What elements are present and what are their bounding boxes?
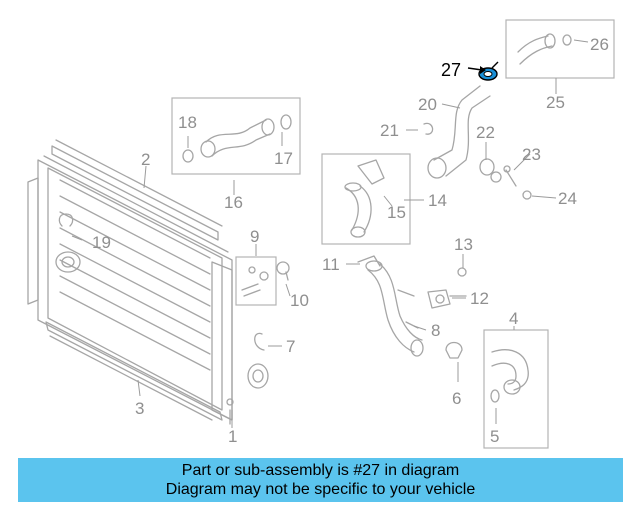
callout-15: 15 — [387, 203, 406, 222]
leader-lines — [71, 39, 589, 428]
callout-23: 23 — [522, 145, 541, 164]
callout-26: 26 — [590, 35, 609, 54]
callout-5: 5 — [490, 427, 499, 446]
callout-13: 13 — [454, 235, 473, 254]
arrowhead-27-icon — [480, 66, 486, 74]
hose-4-icon — [490, 349, 529, 403]
hose-25-icon — [517, 33, 572, 65]
callout-10: 10 — [290, 291, 309, 310]
callout-17: 17 — [274, 149, 293, 168]
callout-24: 24 — [558, 189, 577, 208]
callout-14: 14 — [428, 191, 447, 210]
callout-8: 8 — [431, 321, 440, 340]
callout-22: 22 — [476, 123, 495, 142]
hose-15-icon — [344, 159, 385, 238]
callout-19: 19 — [92, 233, 111, 252]
callout-9: 9 — [250, 227, 259, 246]
clip-21-icon — [423, 122, 434, 135]
callout-3: 3 — [135, 399, 144, 418]
bolt-13-icon — [457, 267, 467, 277]
callout-20: 20 — [418, 95, 437, 114]
intercooler-assembly — [27, 139, 269, 425]
banner-line-1: Part or sub-assembly is #27 in diagram — [181, 462, 460, 479]
banner-line-2: Diagram may not be specific to your vehi… — [165, 481, 476, 498]
clip-6-icon — [445, 341, 463, 359]
group-box-16 — [171, 97, 301, 175]
callout-25: 25 — [546, 93, 565, 112]
fittings-22-24-icon — [479, 158, 532, 200]
callout-12: 12 — [470, 289, 489, 308]
callout-1: 1 — [228, 427, 237, 446]
callout-21: 21 — [380, 121, 399, 140]
leader-27-arrow — [467, 67, 483, 71]
callout-18: 18 — [178, 113, 197, 132]
pipe-20-icon — [427, 85, 491, 179]
group-box-25 — [505, 19, 615, 79]
fitting-12-icon — [427, 289, 467, 309]
callout-27: 27 — [441, 60, 461, 80]
callout-2: 2 — [141, 150, 150, 169]
group-box-14 — [321, 153, 411, 245]
fasteners-9-icon — [241, 261, 290, 297]
callout-11: 11 — [322, 255, 340, 274]
group-box-4 — [483, 329, 549, 449]
callout-7: 7 — [286, 337, 295, 356]
hose-16-icon — [182, 114, 292, 163]
callout-16: 16 — [224, 193, 243, 212]
clip-7-icon — [254, 332, 265, 351]
pipe-8-icon — [357, 255, 424, 357]
callout-labels: 1 2 3 4 5 6 7 8 9 10 11 12 13 14 15 16 1… — [92, 35, 609, 446]
info-banner: Part or sub-assembly is #27 in diagram D… — [18, 458, 623, 502]
callout-6: 6 — [452, 389, 461, 408]
callout-4: 4 — [509, 309, 518, 328]
group-box-9 — [235, 256, 277, 306]
